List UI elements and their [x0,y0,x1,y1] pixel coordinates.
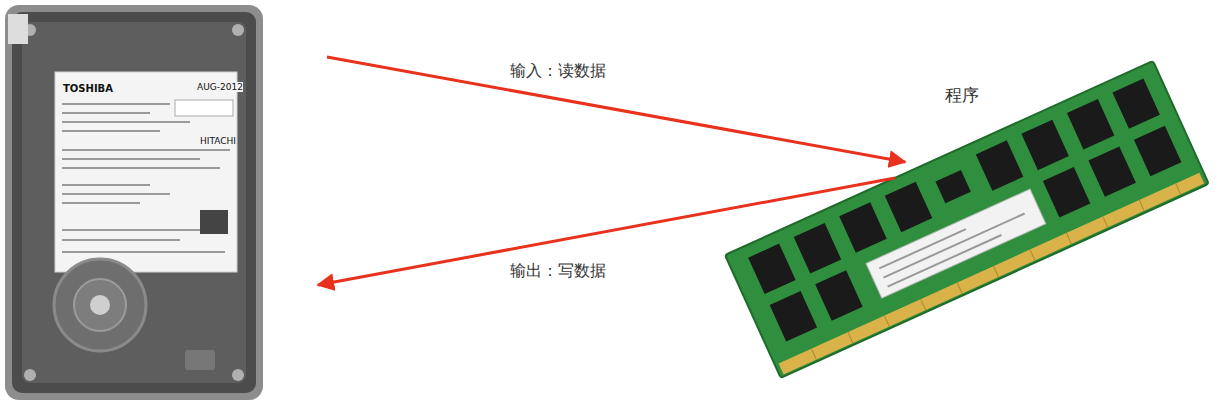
arrow-label: 输入：读数据 [507,60,609,83]
arrow-label: 输出：写数据 [507,260,609,283]
node-heading: 程序 [945,84,979,107]
data-flow-arrow [318,178,895,285]
ram-stick-picture [725,61,1209,378]
data-flow-arrow [327,57,905,162]
hard-disk: TOSHIBA [5,5,263,400]
hard-disk-picture [5,5,263,400]
sticker-text: HITACHI [200,136,236,146]
memory-module: 程序 [900,60,1220,400]
brand-name: TOSHIBA [63,83,113,94]
sticker-text: AUG-2012 [197,82,243,92]
